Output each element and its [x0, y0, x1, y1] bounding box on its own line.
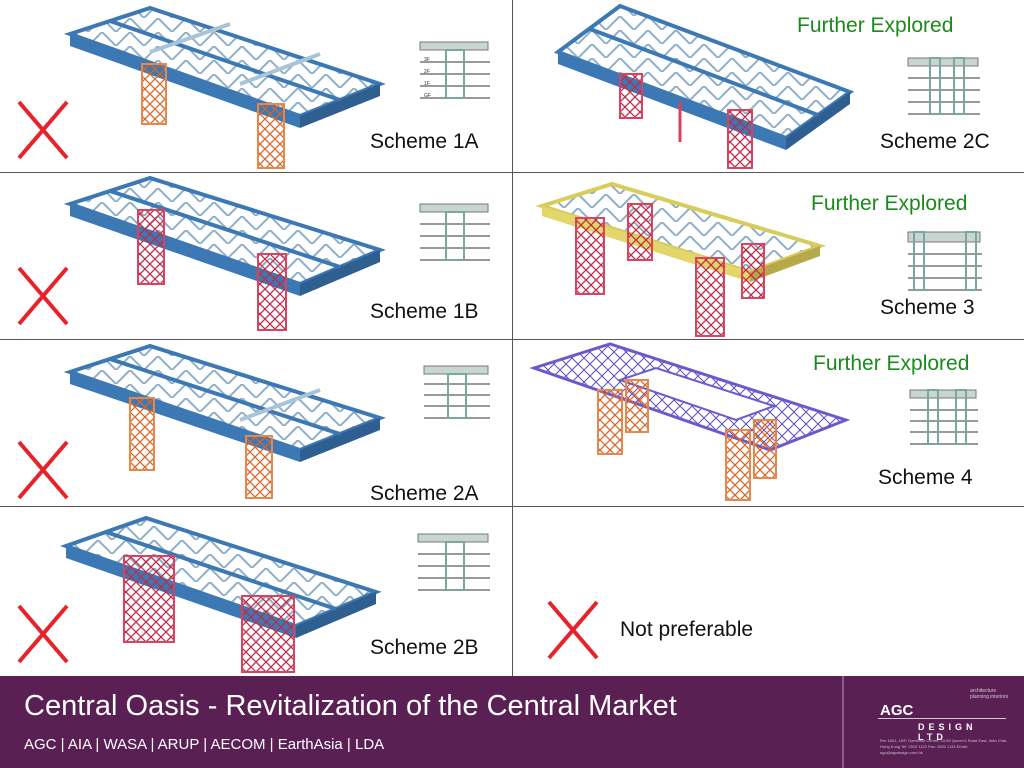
svg-text:1F: 1F [424, 81, 430, 87]
scheme-2c-label: Scheme 2C [880, 130, 990, 153]
scheme-1b-section [419, 203, 490, 261]
svg-text:GF: GF [424, 93, 431, 99]
agc-logo: architecture planning interiors AGC DESI… [870, 686, 1010, 760]
footer-bar: Central Oasis - Revitalization of the Ce… [0, 676, 1024, 768]
logo-agc-text: AGC [880, 702, 914, 719]
scheme-1a-section: 3F 2F 1F GF [419, 41, 490, 99]
logo-rule [878, 718, 1006, 719]
scheme-2a-structure [63, 343, 386, 499]
legend-reject-icon [547, 600, 599, 660]
logo-address: Rm 1801, 18/F, Dominion Centre, 43-59 Qu… [880, 738, 1008, 755]
scheme-3-structure [536, 181, 827, 337]
scheme-2c-further-label: Further Explored [797, 14, 954, 37]
scheme-2b-section [417, 533, 490, 591]
scheme-2b-label: Scheme 2B [370, 636, 479, 659]
row-divider-3 [0, 506, 1024, 507]
legend-not-preferable: Not preferable [620, 618, 754, 641]
scheme-4-further-label: Further Explored [813, 352, 970, 375]
row-divider-1 [0, 172, 1024, 173]
scheme-4-structure [530, 342, 850, 501]
scheme-2c-structure [553, 3, 855, 169]
scheme-1b-structure [63, 175, 386, 331]
scheme-1a-reject-icon [17, 100, 69, 160]
scheme-3-label: Scheme 3 [880, 296, 975, 319]
vertical-divider [512, 0, 513, 676]
footer-divider [842, 676, 844, 768]
scheme-1b-label: Scheme 1B [370, 300, 479, 323]
svg-text:2F: 2F [424, 69, 430, 75]
scheme-2a-section [423, 365, 490, 419]
logo-tagline: architecture planning interiors [970, 688, 1009, 700]
scheme-3-further-label: Further Explored [811, 192, 968, 215]
scheme-1a-label: Scheme 1A [370, 130, 479, 153]
scheme-3-section [907, 231, 982, 291]
row-divider-2 [0, 339, 1024, 340]
scheme-2b-structure [59, 515, 382, 673]
footer-title: Central Oasis - Revitalization of the Ce… [24, 690, 677, 722]
logo-design-text: DESIGN LTD [918, 722, 977, 742]
scheme-4-label: Scheme 4 [878, 466, 973, 489]
scheme-1a-structure [63, 5, 386, 169]
scheme-2c-section [907, 57, 980, 115]
svg-text:3F: 3F [424, 57, 430, 63]
scheme-4-section [909, 389, 978, 445]
scheme-1b-reject-icon [17, 266, 69, 326]
scheme-2a-label: Scheme 2A [370, 482, 479, 505]
scheme-2b-reject-icon [17, 604, 69, 664]
scheme-2a-reject-icon [17, 440, 69, 500]
footer-subtitle: AGC | AIA | WASA | ARUP | AECOM | EarthA… [24, 736, 385, 753]
